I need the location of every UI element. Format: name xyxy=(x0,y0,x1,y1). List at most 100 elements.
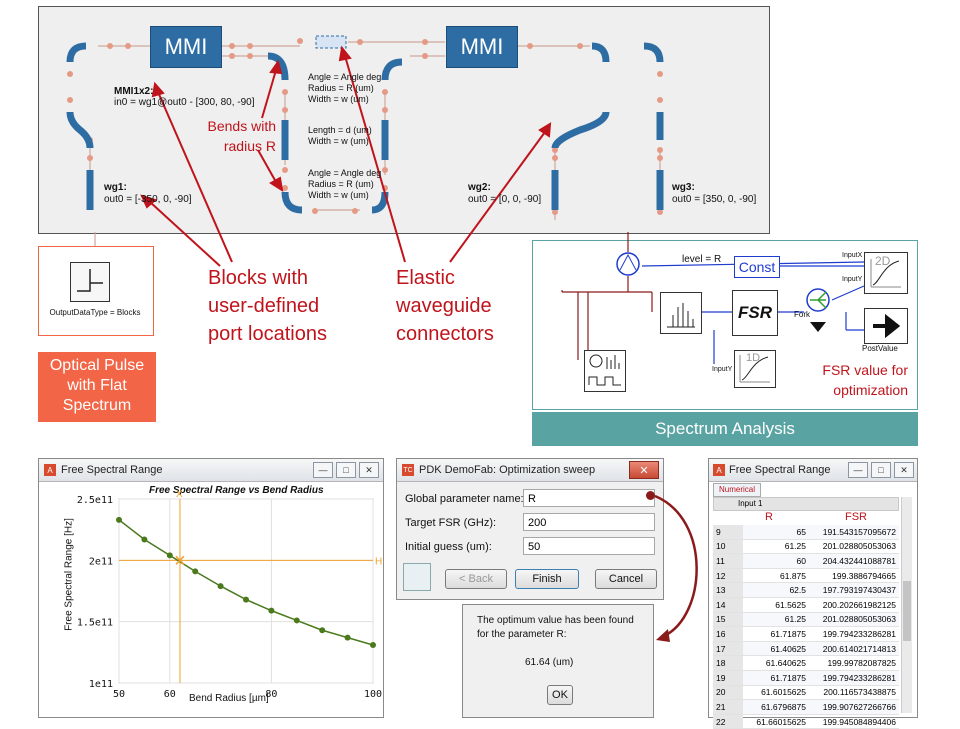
col-r-header: R xyxy=(765,511,773,523)
ok-button[interactable]: OK xyxy=(547,685,573,705)
fsr-cell: 201.028805053063 xyxy=(809,539,899,555)
fsr-data-point xyxy=(141,536,148,543)
target-fsr-label: Target FSR (GHz): xyxy=(405,517,497,529)
dialog-titlebar[interactable]: TC PDK DemoFab: Optimization sweep ✕ xyxy=(397,459,663,482)
bend-top-params: Angle = Angle deg Radius = R (um) Width … xyxy=(308,72,382,104)
plot-window: A Free Spectral Range — □ ✕ Free Spectra… xyxy=(38,458,384,718)
col-fsr-header: FSR xyxy=(845,511,867,523)
target-fsr-input[interactable]: 200 xyxy=(523,513,655,531)
fsr-data-point xyxy=(344,634,351,641)
minimize-icon[interactable]: — xyxy=(313,462,333,478)
arrow-right-icon xyxy=(873,313,901,339)
inputx-label: InputX xyxy=(842,252,863,259)
plot-1d-icon xyxy=(739,355,770,383)
pulse-icon xyxy=(77,269,103,292)
postvalue-block[interactable] xyxy=(864,308,908,344)
close-icon[interactable]: ✕ xyxy=(894,462,914,478)
fsr-cell: 200.202661982125 xyxy=(809,597,899,613)
r-cell: 61.6015625 xyxy=(743,685,809,701)
row-index-cell: 19 xyxy=(713,670,743,686)
fsr-cell: 204.432441088781 xyxy=(809,553,899,569)
optical-pulse-banner: Optical Pulse with Flat Spectrum xyxy=(38,352,156,422)
spectrum-analyzer-block[interactable] xyxy=(660,292,702,334)
elastic-callout: Elastic waveguide connectors xyxy=(396,267,494,345)
row-index-cell: 20 xyxy=(713,685,743,701)
cursor-h-marker: H xyxy=(375,556,382,567)
plot1d-block[interactable] xyxy=(734,350,776,388)
table-scrollbar[interactable] xyxy=(901,497,912,713)
elastic-connector-icon xyxy=(315,35,347,49)
cancel-button[interactable]: Cancel xyxy=(595,569,657,589)
app-icon: A xyxy=(713,464,725,476)
maximize-icon[interactable]: □ xyxy=(336,462,356,478)
const-block[interactable]: Const xyxy=(734,256,780,278)
app-icon: A xyxy=(44,464,56,476)
fsr-cell: 199.945084894406 xyxy=(809,714,899,729)
fsr-block[interactable]: FSR xyxy=(732,290,778,336)
y-tick-label: 1.5e11 xyxy=(77,618,113,629)
result-message-2: for the parameter R: xyxy=(477,629,567,640)
result-message-1: The optimum value has been found xyxy=(477,615,634,626)
fsr-data-point xyxy=(370,641,376,648)
wizard-icon xyxy=(403,563,431,591)
r-cell: 61.875 xyxy=(743,568,809,584)
mmi-label: MMI xyxy=(460,34,504,59)
wg3-title: wg3: xyxy=(672,182,695,193)
r-cell: 65 xyxy=(743,525,809,540)
finish-button[interactable]: Finish xyxy=(515,569,579,589)
minimize-icon[interactable]: — xyxy=(848,462,868,478)
maximize-icon[interactable]: □ xyxy=(871,462,891,478)
scrollbar-thumb[interactable] xyxy=(903,581,911,641)
table-window-title: Free Spectral Range xyxy=(729,464,831,476)
close-icon[interactable]: ✕ xyxy=(359,462,379,478)
level-label: level = R xyxy=(682,254,722,265)
chart-title: Free Spectral Range vs Bend Radius xyxy=(149,485,324,496)
connector-dots xyxy=(67,38,663,215)
close-icon[interactable]: ✕ xyxy=(629,461,659,479)
wg2-port: out0 = [0, 0, -90] xyxy=(468,194,542,205)
straight-params: Length = d (um) Width = w (um) xyxy=(308,125,372,146)
fsr-cell: 197.793197430437 xyxy=(809,582,899,598)
fsr-callout: FSR value for optimization xyxy=(822,362,908,398)
source-block-label: OutputDataType = Blocks xyxy=(49,308,141,317)
fsr-cell: 199.907627266766 xyxy=(809,699,899,715)
source-block[interactable] xyxy=(70,262,110,302)
row-index-cell: 21 xyxy=(713,699,743,715)
mmi-label: MMI xyxy=(164,34,208,59)
osa-block[interactable] xyxy=(584,350,626,392)
table-titlebar[interactable]: A Free Spectral Range — □ ✕ xyxy=(709,459,917,482)
fsr-cell: 201.028805053063 xyxy=(809,612,899,628)
x-tick-label: 50 xyxy=(113,689,125,700)
inputy-label: InputY xyxy=(842,276,863,283)
r-cell: 61.71875 xyxy=(743,626,809,642)
param-name-input[interactable]: R xyxy=(523,489,655,507)
mmi-block-right[interactable]: MMI xyxy=(446,26,518,68)
initial-guess-input[interactable]: 50 xyxy=(523,537,655,555)
x-tick-label: 100 xyxy=(364,689,382,700)
back-button[interactable]: < Back xyxy=(445,569,507,589)
plot-titlebar[interactable]: A Free Spectral Range — □ ✕ xyxy=(39,459,383,482)
row-index-cell: 12 xyxy=(713,568,743,584)
mmi-block-left[interactable]: MMI xyxy=(150,26,222,68)
row-index-cell: 10 xyxy=(713,539,743,555)
mmi1x2-title: MMI1x2: xyxy=(114,86,154,97)
histogram-icon xyxy=(667,303,695,328)
fsr-cell: 200.116573438875 xyxy=(809,685,899,701)
plot2d-block[interactable] xyxy=(864,252,908,294)
tab-numerical[interactable]: Numerical xyxy=(713,483,761,497)
